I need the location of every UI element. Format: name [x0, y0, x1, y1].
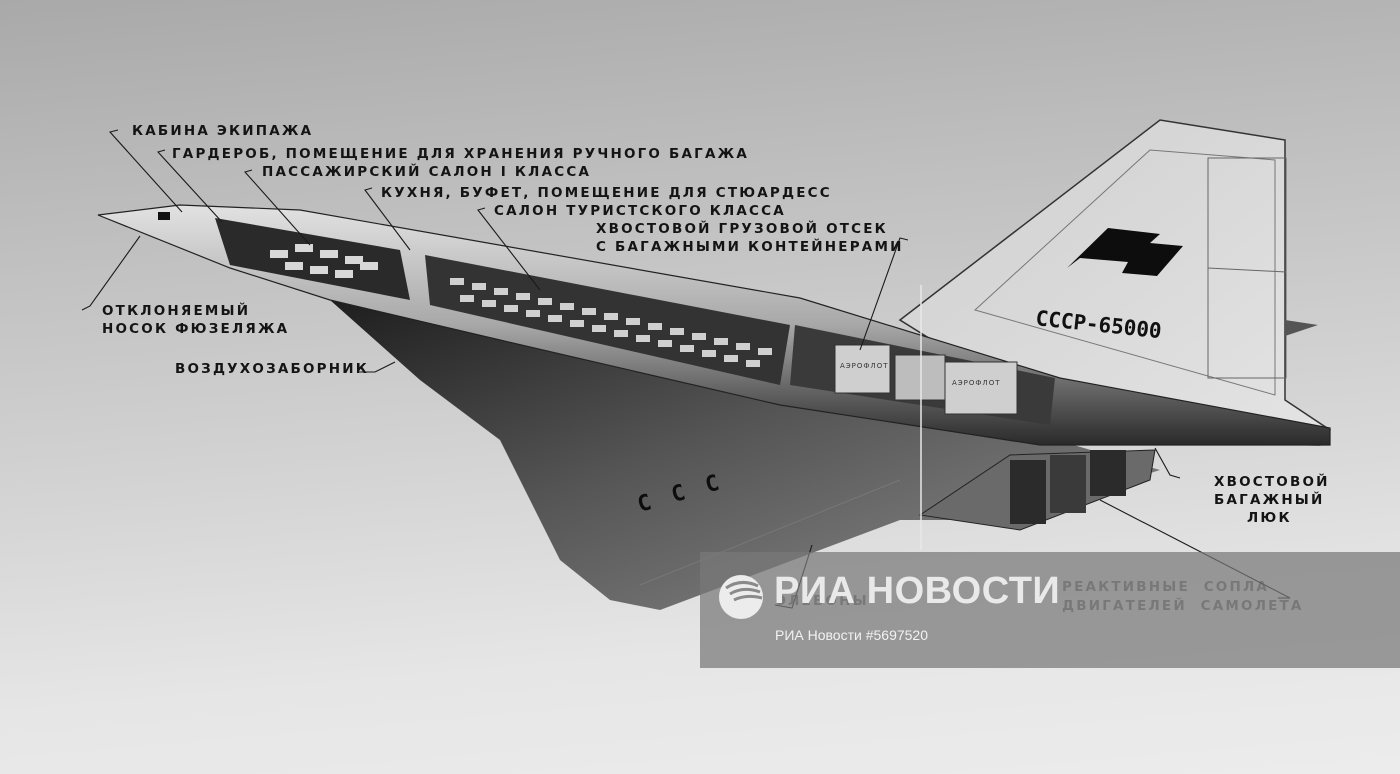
watermark-photo-id: РИА Новости #5697520	[775, 627, 929, 643]
ria-novosti-watermark: РИА НОВОСТИ РИА Новости #5697520	[700, 552, 1400, 668]
label-cargo-line1: ХВОСТОВОЙ ГРУЗОВОЙ ОТСЕК	[596, 221, 888, 237]
label-nose-line1: ОТКЛОНЯЕМЫЙ	[102, 303, 251, 319]
label-tail-hatch-line1: ХВОСТОВОЙ	[1214, 474, 1330, 490]
svg-text:АЭРОФЛОТ: АЭРОФЛОТ	[840, 362, 888, 370]
label-cargo-line2: С БАГАЖНЫМИ КОНТЕЙНЕРАМИ	[596, 239, 904, 255]
watermark-brand: РИА НОВОСТИ	[774, 570, 1061, 612]
svg-text:АЭРОФЛОТ: АЭРОФЛОТ	[952, 379, 1000, 387]
label-galley: КУХНЯ, БУФЕТ, ПОМЕЩЕНИЕ ДЛЯ СТЮАРДЕСС	[381, 185, 832, 201]
label-tourist-class: САЛОН ТУРИСТСКОГО КЛАССА	[494, 203, 786, 219]
label-air-intake: ВОЗДУХОЗАБОРНИК	[175, 361, 370, 377]
label-nose-line2: НОСОК ФЮЗЕЛЯЖА	[102, 321, 290, 337]
label-tail-hatch-line3: ЛЮК	[1247, 510, 1292, 526]
fuselage: АЭРОФЛОТ АЭРОФЛОТ	[97, 204, 1331, 550]
wing: ССС	[330, 300, 1160, 610]
engine-nozzles	[918, 449, 1156, 531]
label-tail-hatch-line2: БАГАЖНЫЙ	[1214, 492, 1325, 508]
label-first-class: ПАССАЖИРСКИЙ САЛОН I КЛАССА	[262, 164, 592, 180]
ria-globe-logo-icon	[719, 575, 763, 619]
label-cockpit: КАБИНА ЭКИПАЖА	[132, 123, 314, 139]
label-wardrobe: ГАРДЕРОБ, ПОМЕЩЕНИЕ ДЛЯ ХРАНЕНИЯ РУЧНОГО…	[172, 146, 749, 162]
cargo-containers: АЭРОФЛОТ АЭРОФЛОТ	[834, 344, 1018, 415]
